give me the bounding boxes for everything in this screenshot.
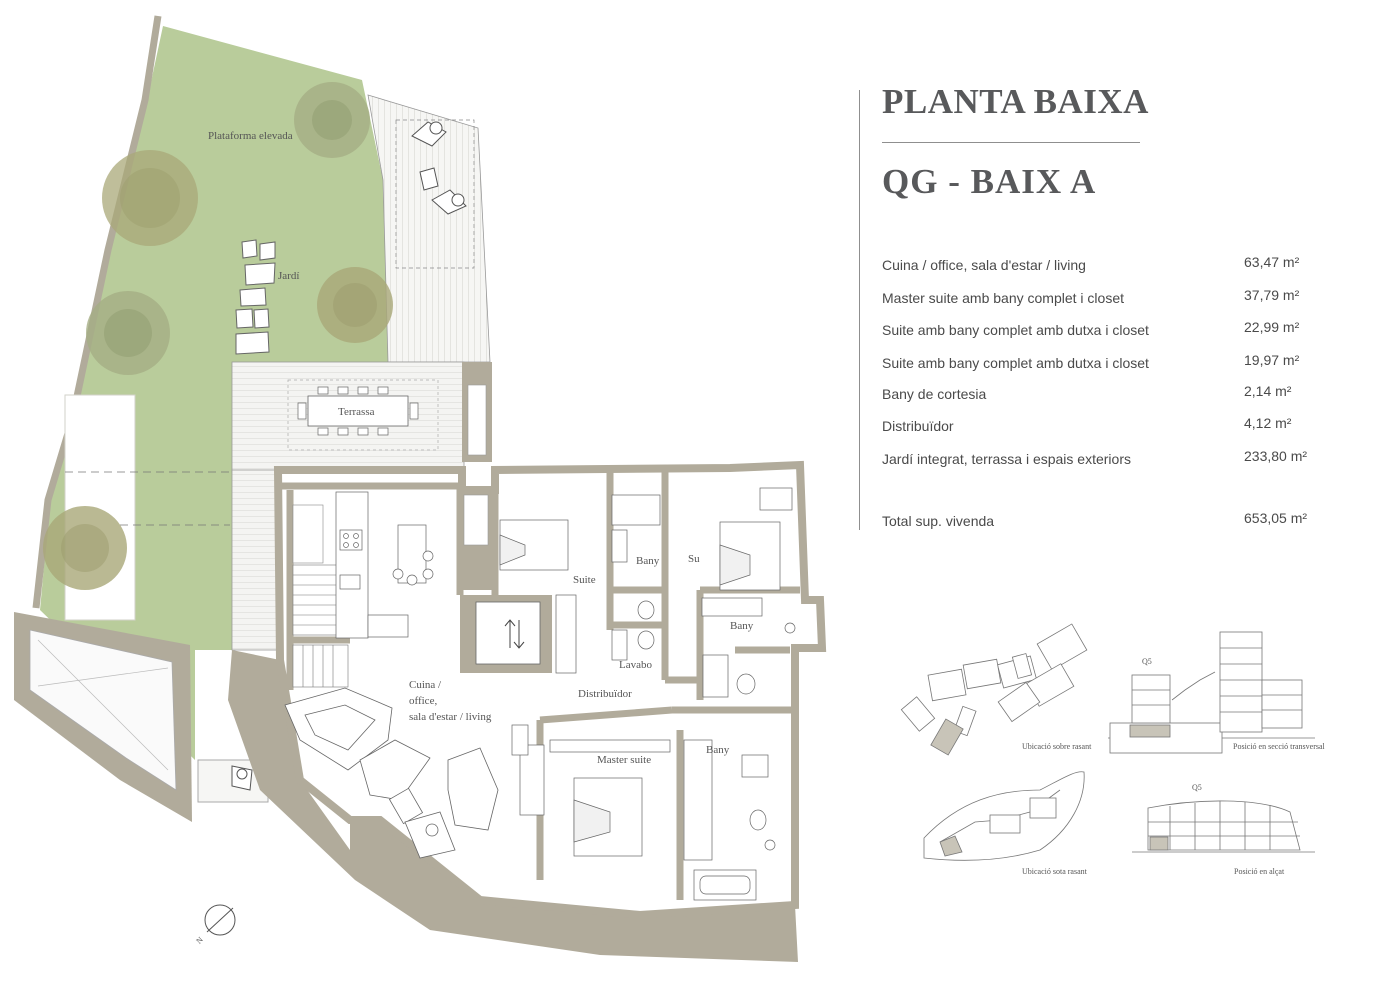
north-label: N [194, 935, 205, 946]
master-suite-furniture [511, 724, 671, 857]
page-subtitle: QG - BAIX A [882, 162, 1097, 201]
terrace-rug [287, 379, 439, 451]
label-terrassa: Terrassa [338, 406, 375, 418]
label-bany-1: Bany [636, 555, 660, 567]
area-label: Bany de cortesia [882, 386, 987, 402]
stepping-stones [235, 239, 276, 355]
label-master-suite: Master suite [597, 754, 651, 766]
kitchen [335, 491, 434, 639]
area-value: 2,14 m² [1244, 383, 1292, 399]
terrace-chairs [297, 386, 419, 436]
area-value: 233,80 m² [1244, 448, 1308, 464]
area-label: Suite amb bany complet amb dutxa i close… [882, 355, 1149, 371]
area-label: Master suite amb bany complet i closet [882, 290, 1124, 306]
label-lavabo: Lavabo [619, 659, 652, 671]
label-cuina-line3: sala d'estar / living [409, 711, 492, 723]
page-title: PLANTA BAIXA [882, 82, 1149, 121]
label-bany-3: Bany [706, 744, 730, 756]
area-label: Distribuïdor [882, 418, 954, 434]
sketch-seccio [1108, 631, 1315, 754]
lift-arrows-icon [504, 619, 525, 649]
panel-vertical-rule [859, 90, 860, 530]
area-value: 63,47 m² [1244, 254, 1300, 270]
living-furniture [284, 687, 499, 859]
terrain-wall [228, 650, 798, 962]
label-suite-partial: Su [688, 553, 700, 565]
label-suite: Suite [573, 574, 596, 586]
area-value: 4,12 m² [1244, 415, 1292, 431]
sketch-alcat [1132, 800, 1315, 853]
label-q5-a: Q5 [1142, 657, 1152, 666]
label-seccio: Posició en secció transversal [1233, 742, 1326, 751]
label-sobre-rasant: Ubicació sobre rasant [1022, 742, 1092, 751]
area-row: Cuina / office, sala d'estar / living 63… [882, 254, 1312, 277]
total-value: 653,05 m² [1244, 510, 1308, 526]
side-deck [231, 469, 279, 651]
area-row: Master suite amb bany complet i closet 3… [882, 287, 1312, 310]
label-cuina-line1: Cuina / [409, 679, 442, 691]
area-label: Jardí integrat, terrassa i espais exteri… [882, 451, 1131, 467]
deck-loungers [411, 121, 467, 215]
area-value: 19,97 m² [1244, 352, 1300, 368]
area-value: 22,99 m² [1244, 319, 1300, 335]
area-row: Distribuïdor 4,12 m² [882, 415, 1312, 438]
area-label: Cuina / office, sala d'estar / living [882, 257, 1086, 273]
suite2-furniture [719, 487, 793, 591]
deck-rug [395, 119, 475, 269]
total-label: Total sup. vivenda [882, 513, 995, 529]
label-alcat: Posició en alçat [1234, 867, 1285, 876]
sketch-sobre-rasant [900, 623, 1088, 756]
area-row: Suite amb bany complet amb dutxa i close… [882, 319, 1312, 342]
suite-furniture [499, 519, 577, 674]
trees [43, 82, 393, 590]
compass-icon: N [194, 904, 236, 946]
area-row: Jardí integrat, terrassa i espais exteri… [882, 448, 1312, 471]
area-row: Bany de cortesia 2,14 m² [882, 383, 1312, 406]
label-jardi: Jardí [278, 270, 299, 282]
total-row: Total sup. vivenda 653,05 m² [882, 510, 1312, 533]
sketch-sota-rasant [923, 771, 1085, 861]
area-value: 37,79 m² [1244, 287, 1300, 303]
area-row: Suite amb bany complet amb dutxa i close… [882, 352, 1312, 375]
label-sota-rasant: Ubicació sota rasant [1022, 867, 1088, 876]
label-q5-b: Q5 [1192, 783, 1202, 792]
label-distribuidor: Distribuïdor [578, 688, 632, 700]
label-bany-2: Bany [730, 620, 754, 632]
title-divider [882, 142, 1140, 143]
label-plataforma: Plataforma elevada [208, 130, 293, 142]
area-label: Suite amb bany complet amb dutxa i close… [882, 322, 1149, 338]
label-cuina-line2: office, [409, 695, 437, 707]
lower-terrace [29, 629, 177, 791]
terrace-table [307, 395, 409, 427]
